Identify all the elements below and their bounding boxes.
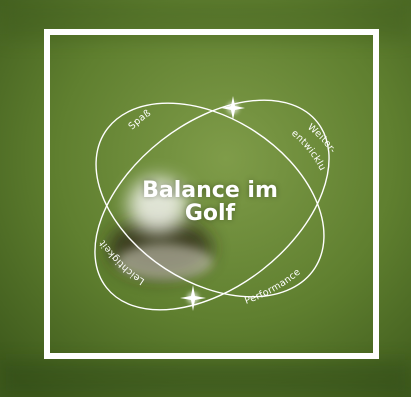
title-line-2: Golf xyxy=(105,202,315,225)
title-line-1: Balance im xyxy=(105,179,315,202)
sparkle-icon-top xyxy=(221,96,245,120)
label-leichtigkeit: Leichtigkeit xyxy=(97,238,147,287)
center-title: Balance im Golf xyxy=(105,179,315,225)
label-weiterentwicklung-line2: entwicklung xyxy=(0,0,328,173)
